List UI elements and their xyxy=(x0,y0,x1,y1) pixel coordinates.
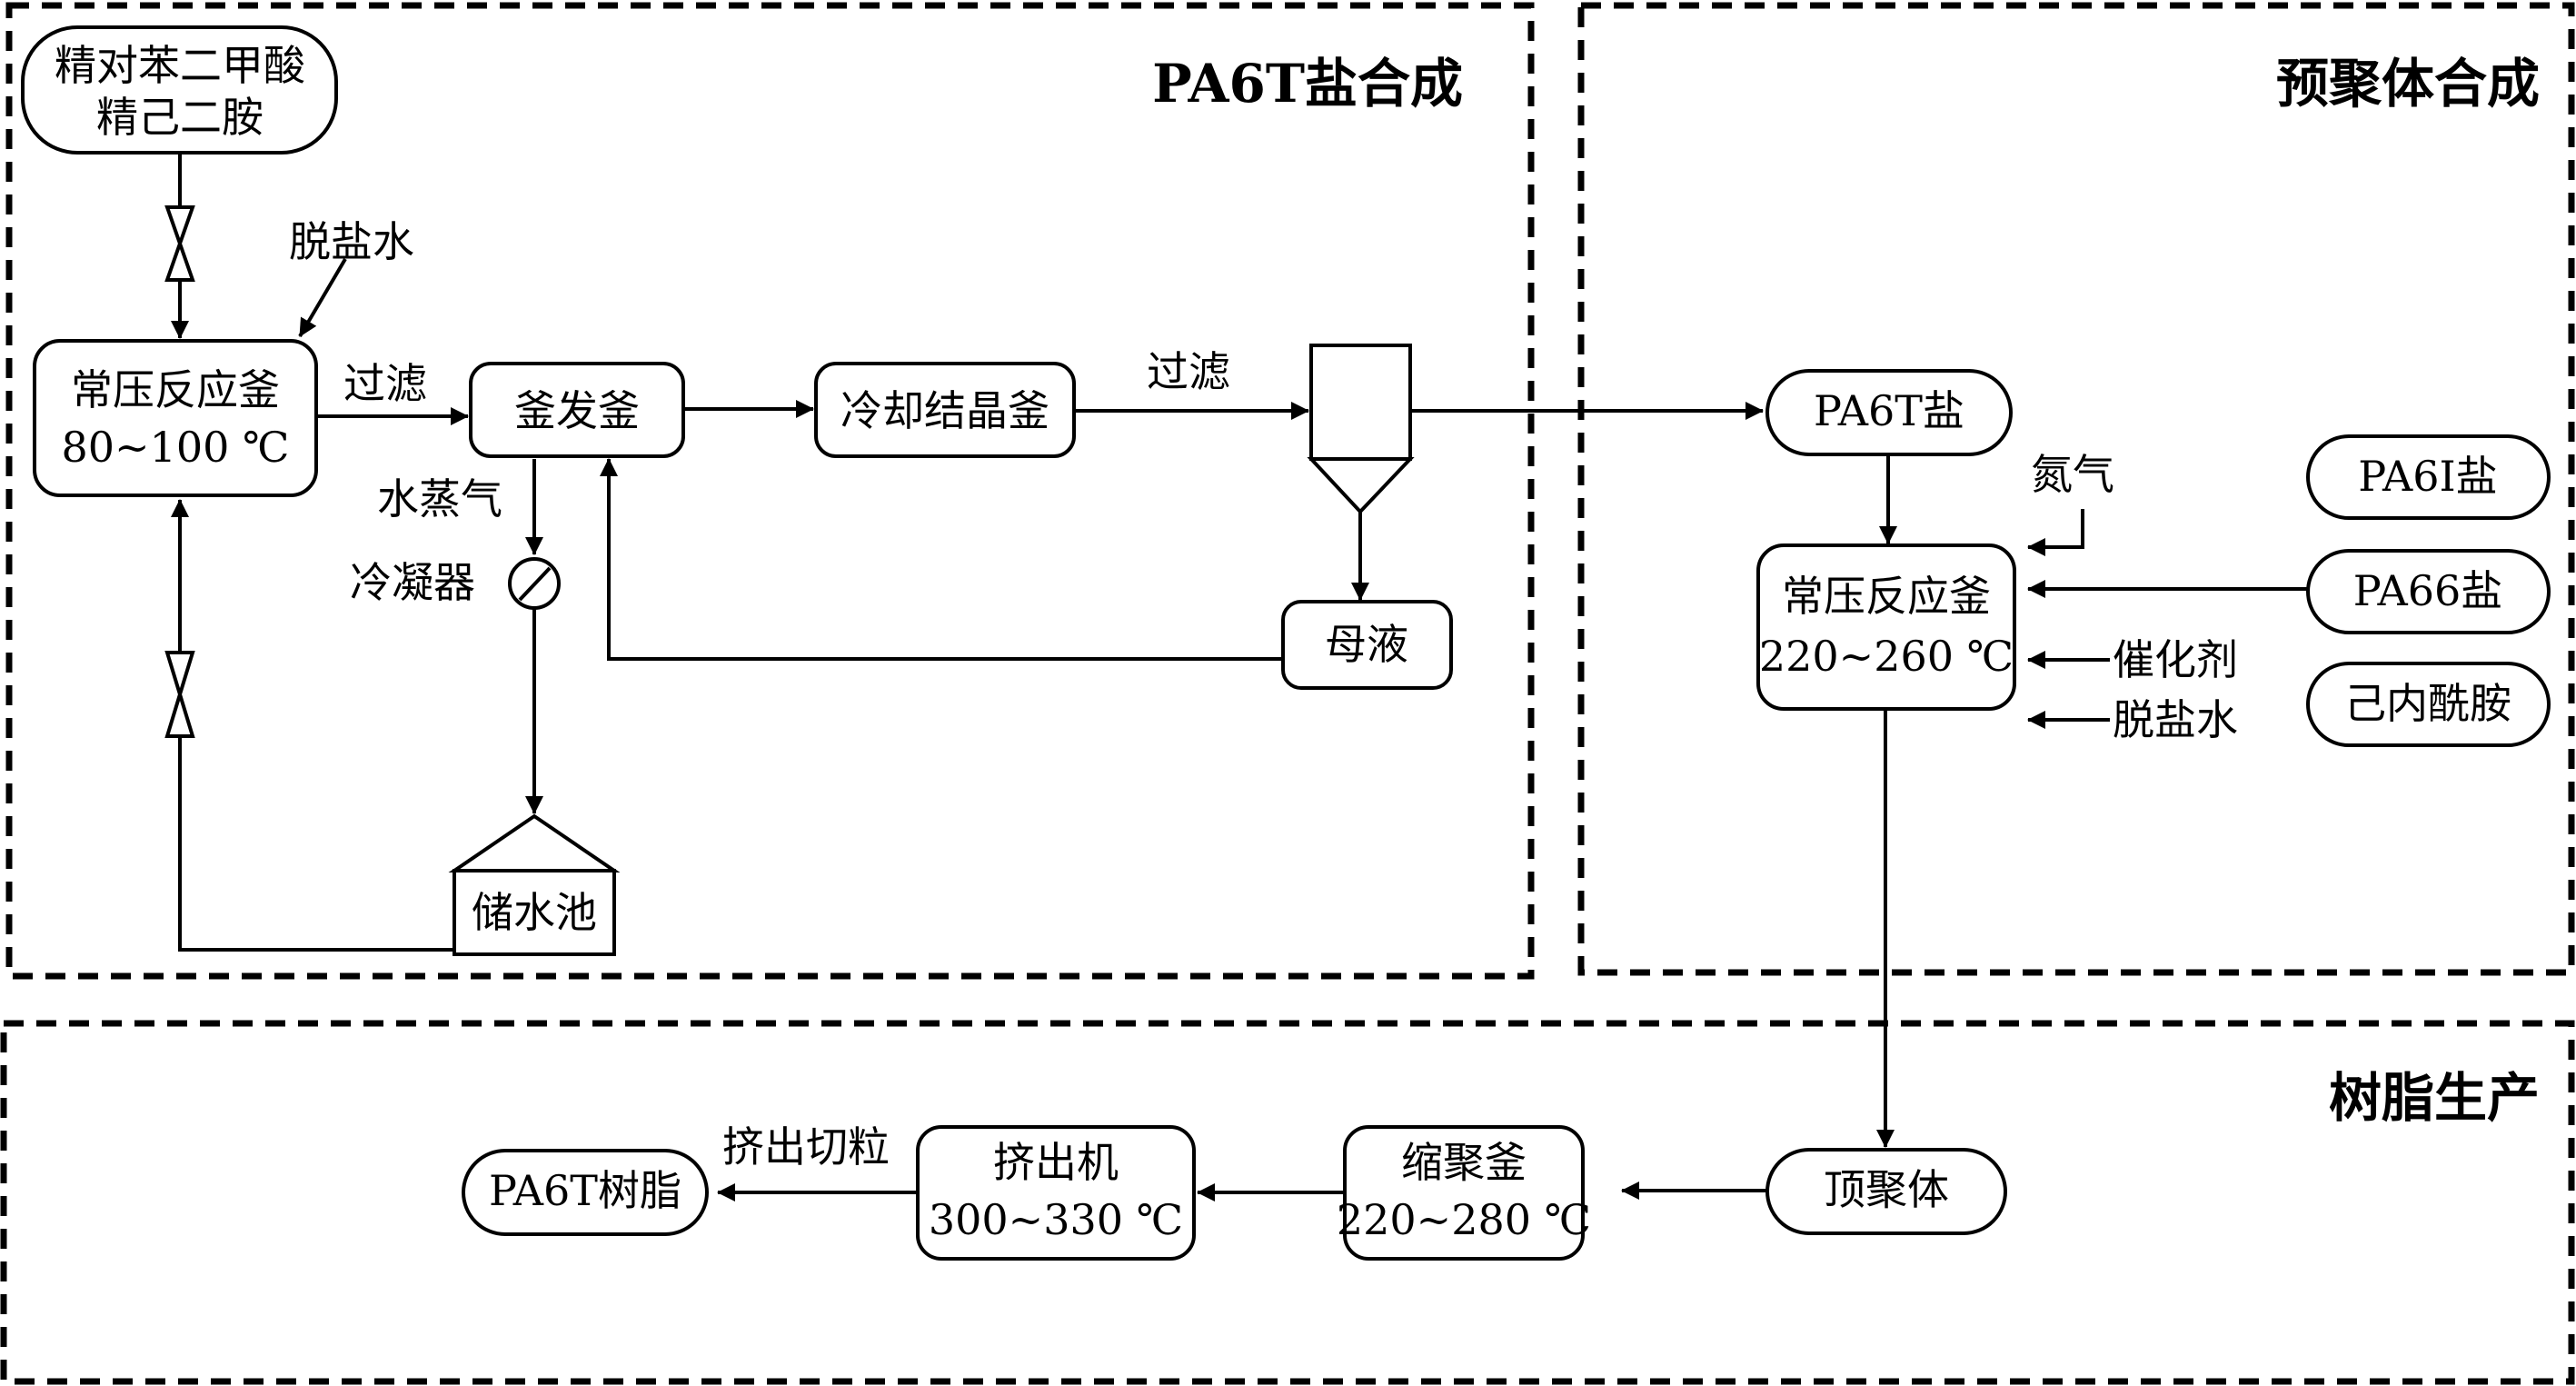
caprolactam-node xyxy=(2306,662,2551,747)
pa6t-resin-label: PA6T树脂 xyxy=(489,1166,681,1215)
top-polymer-node xyxy=(1765,1148,2007,1235)
extruder-label: 挤出机 xyxy=(993,1138,1119,1187)
line-water-tank-recycle xyxy=(178,736,453,952)
section-title-prepolymer-synthesis: 预聚体合成 xyxy=(2276,53,2540,115)
filter-icon xyxy=(1307,344,1415,514)
top-polymer-label: 顶聚体 xyxy=(1824,1165,1949,1214)
arrow-desalted-water-to-reactor xyxy=(298,257,347,338)
raw-material-node xyxy=(21,25,338,155)
catalyst-label: 催化剂 xyxy=(2113,635,2238,684)
filter-label-2: 过滤 xyxy=(1147,347,1230,396)
crystallizer-label: 冷却结晶釜 xyxy=(840,386,1049,435)
desalted-water-label: 脱盐水 xyxy=(289,217,414,266)
condenser-label: 冷凝器 xyxy=(350,558,475,607)
prepolymer-reactor-label: 常压反应釜 xyxy=(1782,572,1991,621)
raw-material-label-2: 精己二胺 xyxy=(96,93,264,142)
evaporator-label: 釜发釜 xyxy=(514,386,640,435)
pa6t-resin-node xyxy=(462,1149,709,1236)
filter-label-1: 过滤 xyxy=(343,359,427,408)
polycondensation-label: 缩聚釜 xyxy=(1401,1138,1527,1187)
valve-icon xyxy=(164,205,195,282)
crystallizer-node xyxy=(814,362,1076,458)
mother-liquor-label: 母液 xyxy=(1325,620,1408,669)
extruder-temp-label: 300~330 ℃ xyxy=(929,1195,1183,1244)
nitrogen-label: 氮气 xyxy=(2031,450,2114,499)
water-tank-label: 储水池 xyxy=(472,888,597,937)
reactor-temp-label: 80~100 ℃ xyxy=(62,423,290,472)
polycondensation-node xyxy=(1343,1125,1585,1261)
zone-salt-synthesis xyxy=(5,2,1535,980)
pa6i-salt-label: PA6I盐 xyxy=(2358,452,2497,501)
extrude-pelletize-label: 挤出切粒 xyxy=(722,1122,890,1172)
pa6t-salt-label: PA6T盐 xyxy=(1814,386,1964,435)
evaporator-node xyxy=(469,362,685,458)
raw-material-label-1: 精对苯二甲酸 xyxy=(55,41,305,90)
desalted-water-right-label: 脱盐水 xyxy=(2113,695,2238,744)
condenser-icon xyxy=(508,557,561,610)
caprolactam-label: 己内酰胺 xyxy=(2344,679,2511,728)
pa6i-salt-node xyxy=(2306,434,2551,520)
polycondensation-temp-label: 220~280 ℃ xyxy=(1337,1195,1591,1244)
zone-prepolymer-synthesis xyxy=(1577,2,2575,976)
prepolymer-reactor-temp-label: 220~260 ℃ xyxy=(1759,632,2014,681)
mother-liquor-node xyxy=(1281,600,1453,690)
reactor-node xyxy=(33,339,318,497)
pa6t-salt-node xyxy=(1765,369,2013,456)
prepolymer-reactor-node xyxy=(1756,543,2016,711)
arrow-mother-liquor-to-evaporator xyxy=(600,458,1283,661)
valve-icon xyxy=(164,651,195,738)
section-title-resin-production: 树脂生产 xyxy=(2329,1067,2540,1129)
extruder-node xyxy=(916,1125,1196,1261)
section-title-salt-synthesis: PA6T盐合成 xyxy=(1152,53,1463,115)
reactor-label: 常压反应釜 xyxy=(71,365,280,414)
water-tank-node xyxy=(448,813,621,956)
arrow-nitrogen-to-reactor xyxy=(2027,509,2084,556)
zone-resin-production xyxy=(0,1020,2575,1385)
pa66-salt-node xyxy=(2306,549,2551,634)
pa66-salt-label: PA66盐 xyxy=(2353,566,2502,615)
steam-label: 水蒸气 xyxy=(377,474,502,523)
